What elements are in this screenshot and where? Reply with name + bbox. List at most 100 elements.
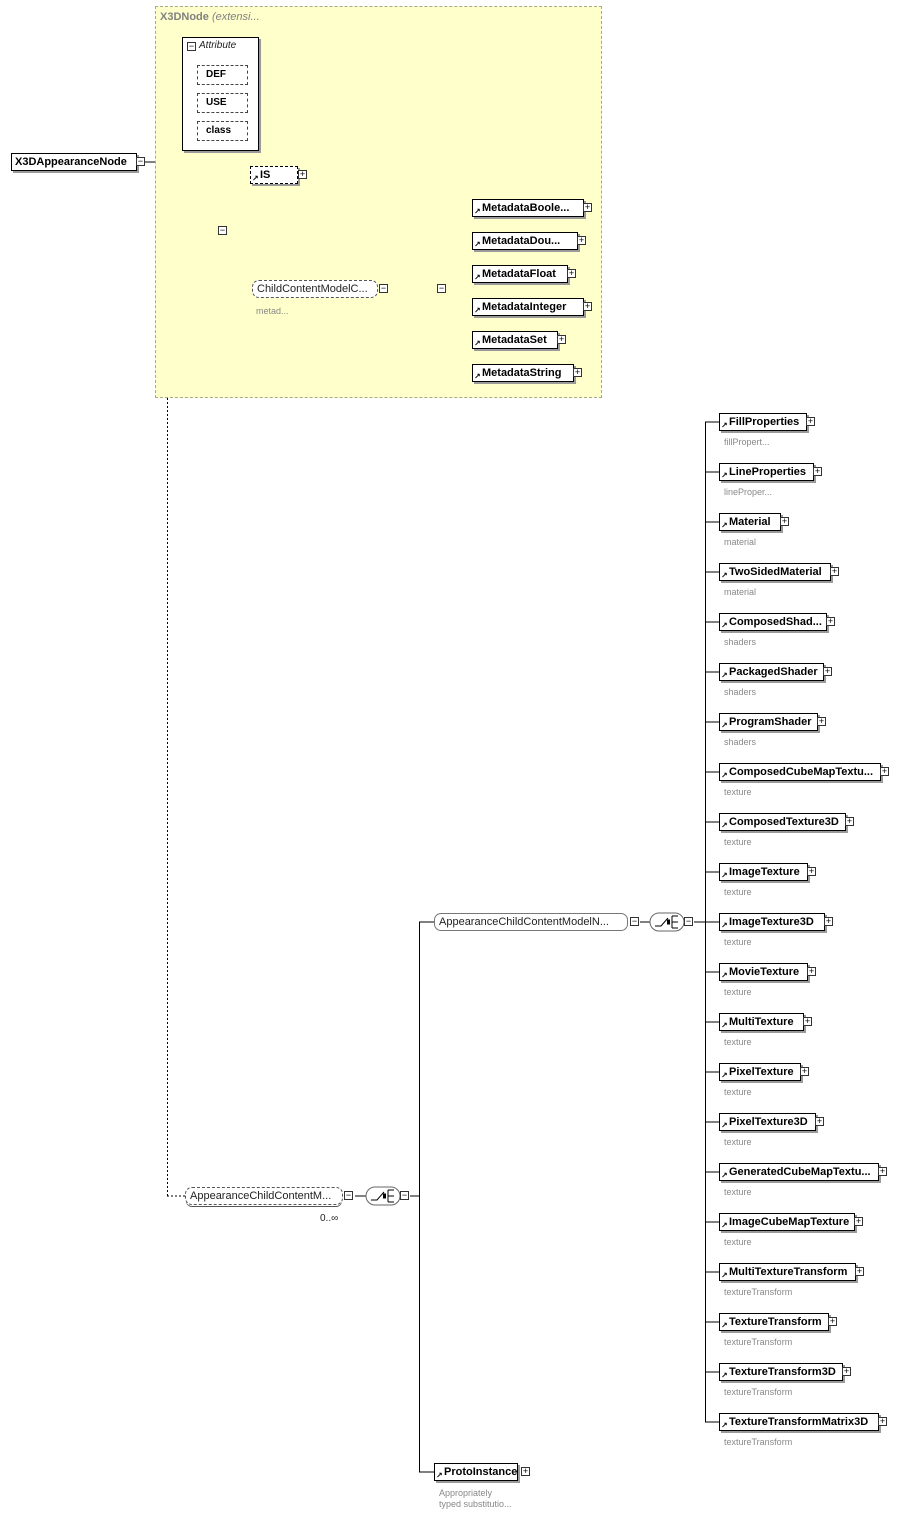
metadata-item-label: MetadataSet: [482, 334, 547, 346]
choice-compositor-appearance: [365, 1186, 401, 1206]
appearance-item-note: texture: [724, 1137, 752, 1147]
ref-arrow-icon: ↗: [721, 521, 728, 530]
appearance-group-collapse-icon[interactable]: −: [344, 1190, 353, 1200]
appearance-item-expand-icon[interactable]: +: [880, 766, 889, 776]
appearance-item-node[interactable]: ↗TextureTransform3D: [719, 1363, 843, 1381]
appearance-item-label: MultiTextureTransform: [729, 1266, 848, 1278]
appearance-item-node[interactable]: ↗PixelTexture3D: [719, 1113, 816, 1131]
appearance-item-expand-icon[interactable]: +: [855, 1266, 864, 1276]
appearance-item-node[interactable]: ↗ImageTexture: [719, 863, 808, 881]
appearance-item-expand-icon[interactable]: +: [815, 1116, 824, 1126]
metadata-item-expand-icon[interactable]: +: [567, 268, 576, 278]
attribute-use[interactable]: USE: [197, 93, 248, 113]
is-node[interactable]: ↗IS: [250, 166, 298, 184]
appearance-item-expand-icon[interactable]: +: [823, 666, 832, 676]
appearance-item-expand-icon[interactable]: +: [878, 1416, 887, 1426]
root-collapse-icon[interactable]: −: [136, 156, 145, 166]
appearance-item-expand-icon[interactable]: +: [828, 1316, 837, 1326]
choice-collapse-icon-3[interactable]: −: [684, 916, 693, 926]
appearance-item-expand-icon[interactable]: +: [854, 1216, 863, 1226]
metadata-item-node[interactable]: ↗MetadataBoole...: [472, 199, 584, 217]
appearance-item-node[interactable]: ↗PixelTexture: [719, 1063, 801, 1081]
ref-arrow-icon: ↗: [721, 771, 728, 780]
metadata-item-node[interactable]: ↗MetadataSet: [472, 331, 558, 349]
appearance-item-node[interactable]: ↗TwoSidedMaterial: [719, 563, 831, 581]
metadata-item-node[interactable]: ↗MetadataDou...: [472, 232, 578, 250]
metadata-item-expand-icon[interactable]: +: [577, 235, 586, 245]
metadata-item-node[interactable]: ↗MetadataInteger: [472, 298, 584, 316]
appearance-item-node[interactable]: ↗MultiTexture: [719, 1013, 804, 1031]
metadata-item-label: MetadataDou...: [482, 235, 561, 247]
appearance-item-node[interactable]: ↗GeneratedCubeMapTextu...: [719, 1163, 879, 1181]
appearance-item-node[interactable]: ↗PackagedShader: [719, 663, 824, 681]
appearance-item-expand-icon[interactable]: +: [824, 916, 833, 926]
no-proto-collapse-icon[interactable]: −: [630, 916, 639, 926]
attribute-def[interactable]: DEF: [197, 65, 248, 85]
appearance-item-node[interactable]: ↗TextureTransform: [719, 1313, 829, 1331]
child-content-note: metad...: [256, 306, 289, 316]
appearance-item-expand-icon[interactable]: +: [803, 1016, 812, 1026]
appearance-item-note: texture: [724, 1237, 752, 1247]
appearance-item-node[interactable]: ↗ImageTexture3D: [719, 913, 825, 931]
appearance-item-node[interactable]: ↗MovieTexture: [719, 963, 808, 981]
appearance-item-node[interactable]: ↗ComposedShad...: [719, 613, 827, 631]
appearance-item-note: texture: [724, 837, 752, 847]
appearance-item-label: ComposedShad...: [729, 616, 822, 628]
appearance-item-expand-icon[interactable]: +: [845, 816, 854, 826]
appearance-item-label: LineProperties: [729, 466, 807, 478]
appearance-item-label: MultiTexture: [729, 1016, 794, 1028]
appearance-item-node[interactable]: ↗MultiTextureTransform: [719, 1263, 856, 1281]
attribute-class[interactable]: class: [197, 121, 248, 141]
extension-title-bold: X3DNode: [160, 11, 209, 23]
appearance-item-expand-icon[interactable]: +: [826, 616, 835, 626]
ref-arrow-icon: ↗: [721, 571, 728, 580]
appearance-item-node[interactable]: ↗ComposedTexture3D: [719, 813, 846, 831]
appearance-no-proto-group[interactable]: AppearanceChildContentModelN...: [434, 913, 628, 931]
metadata-item-expand-icon[interactable]: +: [557, 334, 566, 344]
root-node[interactable]: X3DAppearanceNode: [11, 153, 137, 171]
appearance-item-expand-icon[interactable]: +: [807, 966, 816, 976]
appearance-item-node[interactable]: ↗Material: [719, 513, 781, 531]
metadata-item-expand-icon[interactable]: +: [583, 202, 592, 212]
attribute-collapse-icon[interactable]: −: [187, 41, 196, 51]
proto-instance-expand-icon[interactable]: +: [521, 1466, 530, 1476]
appearance-no-proto-label: AppearanceChildContentModelN...: [439, 916, 609, 928]
ref-arrow-icon: ↗: [474, 339, 481, 348]
ref-arrow-icon: ↗: [721, 671, 728, 680]
appearance-item-expand-icon[interactable]: +: [830, 566, 839, 576]
appearance-item-expand-icon[interactable]: +: [878, 1166, 887, 1176]
appearance-item-expand-icon[interactable]: +: [806, 416, 815, 426]
appearance-item-node[interactable]: ↗TextureTransformMatrix3D: [719, 1413, 879, 1431]
metadata-item-node[interactable]: ↗MetadataFloat: [472, 265, 568, 283]
metadata-item-label: MetadataFloat: [482, 268, 556, 280]
child-content-model-core-group[interactable]: ChildContentModelC...: [252, 280, 378, 298]
appearance-item-node[interactable]: ↗ImageCubeMapTexture: [719, 1213, 855, 1231]
metadata-item-expand-icon[interactable]: +: [583, 301, 592, 311]
appearance-item-node[interactable]: ↗ProgramShader: [719, 713, 818, 731]
appearance-child-content-group-label: AppearanceChildContentM...: [190, 1190, 332, 1202]
proto-instance-node[interactable]: ↗ProtoInstance: [434, 1463, 518, 1481]
metadata-item-expand-icon[interactable]: +: [573, 367, 582, 377]
choice-compositor-no-proto: [649, 912, 685, 932]
appearance-item-expand-icon[interactable]: +: [817, 716, 826, 726]
choice-collapse-icon-1[interactable]: −: [437, 283, 446, 293]
occurrence-label: 0..∞: [320, 1213, 339, 1224]
appearance-item-expand-icon[interactable]: +: [800, 1066, 809, 1076]
appearance-child-content-group[interactable]: AppearanceChildContentM...: [185, 1187, 343, 1205]
metadata-item-label: MetadataInteger: [482, 301, 567, 313]
appearance-item-node[interactable]: ↗FillProperties: [719, 413, 807, 431]
appearance-item-node[interactable]: ↗LineProperties: [719, 463, 814, 481]
choice-collapse-icon-2[interactable]: −: [400, 1190, 409, 1200]
ref-arrow-icon: ↗: [252, 174, 259, 183]
child-content-collapse-icon[interactable]: −: [379, 283, 388, 293]
appearance-item-expand-icon[interactable]: +: [813, 466, 822, 476]
proto-instance-note-1: Appropriately: [439, 1488, 493, 1498]
sequence-collapse-icon[interactable]: −: [218, 225, 227, 235]
metadata-item-node[interactable]: ↗MetadataString: [472, 364, 574, 382]
appearance-item-expand-icon[interactable]: +: [780, 516, 789, 526]
appearance-item-expand-icon[interactable]: +: [807, 866, 816, 876]
is-expand-icon[interactable]: +: [298, 169, 307, 179]
appearance-item-node[interactable]: ↗ComposedCubeMapTextu...: [719, 763, 881, 781]
appearance-item-label: TwoSidedMaterial: [729, 566, 822, 578]
appearance-item-expand-icon[interactable]: +: [842, 1366, 851, 1376]
